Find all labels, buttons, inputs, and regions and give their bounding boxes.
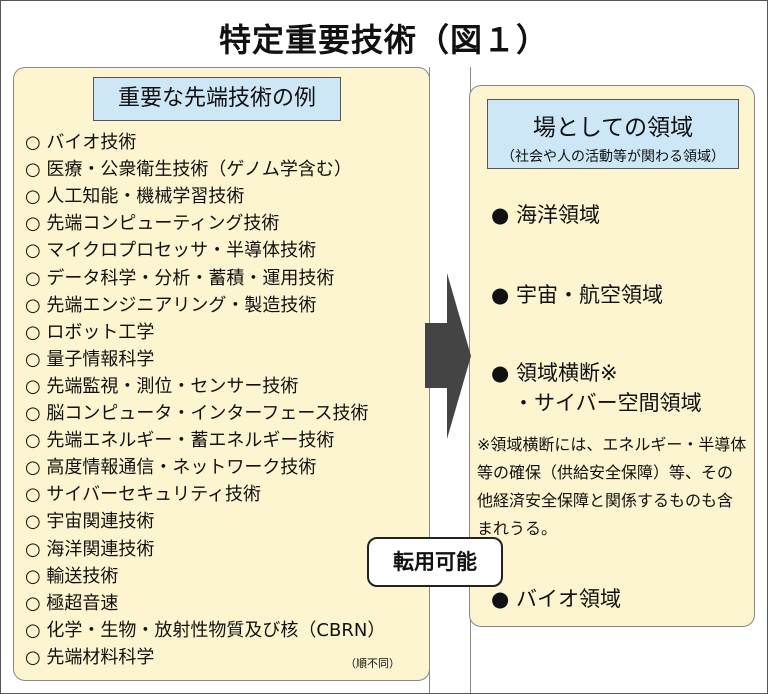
field-ocean: ● 海洋領域 (491, 203, 600, 227)
tech-item: ○ 先端材料科学 (25, 646, 155, 668)
tech-item: ○ 量子情報科学 (25, 348, 155, 370)
tech-item: ○ 輸送技術 (25, 565, 119, 587)
field-bio: ● バイオ領域 (491, 587, 621, 611)
tech-list-box (13, 67, 430, 681)
tech-item: ○ 化学・生物・放射性物質及び核（CBRN） (25, 619, 386, 641)
tech-item: ○ 先端コンピューティング技術 (25, 213, 280, 235)
tech-item: ○ データ科学・分析・蓄積・運用技術 (25, 267, 335, 289)
tech-list-header: 重要な先端技術の例 (93, 77, 341, 121)
domain-title: 場としての領域 (532, 115, 694, 141)
tech-item: ○ 人工知能・機械学習技術 (25, 186, 245, 208)
field-space: ● 宇宙・航空領域 (491, 283, 663, 307)
domain-box (469, 85, 755, 627)
order-note: （順不同） (345, 657, 400, 670)
page-title: 特定重要技術（図１） (218, 21, 549, 59)
tech-item: ○ 先端監視・測位・センサー技術 (25, 375, 299, 397)
tech-item: ○ ロボット工学 (25, 321, 155, 343)
domain-subtitle: （社会や人の活動等が関わる領域） (501, 149, 725, 165)
tech-item: ○ 宇宙関連技術 (25, 511, 155, 533)
field-cross: ● 領域横断※ (491, 361, 618, 385)
tech-item: ○ サイバーセキュリティ技術 (25, 484, 261, 506)
field-cyber: ・サイバー空間領域 (513, 391, 702, 415)
tech-item: ○ マイクロプロセッサ・半導体技術 (25, 240, 317, 262)
tech-item: ○ 海洋関連技術 (25, 538, 155, 560)
tech-item: ○ バイオ技術 (25, 132, 137, 153)
tech-item: ○ 先端エネルギー・蓄エネルギー技術 (25, 430, 335, 452)
tech-item: ○ 脳コンピュータ・インターフェース技術 (25, 403, 369, 424)
tech-item: ○ 高度情報通信・ネットワーク技術 (25, 457, 317, 479)
tech-item: ○ 極超音速 (25, 592, 119, 614)
tech-item: ○ 医療・公衆衛生技術（ゲノム学含む） (25, 159, 352, 181)
cross-domain-note: ※領域横断には、エネルギー・半導体等の確保（供給安全保障）等、その他経済安全保障… (477, 435, 747, 538)
tech-item: ○ 先端エンジニアリング・製造技術 (25, 294, 317, 316)
dual-use-badge: 転用可能 (367, 537, 503, 587)
domain-header: 場としての領域 （社会や人の活動等が関わる領域） (487, 99, 739, 169)
